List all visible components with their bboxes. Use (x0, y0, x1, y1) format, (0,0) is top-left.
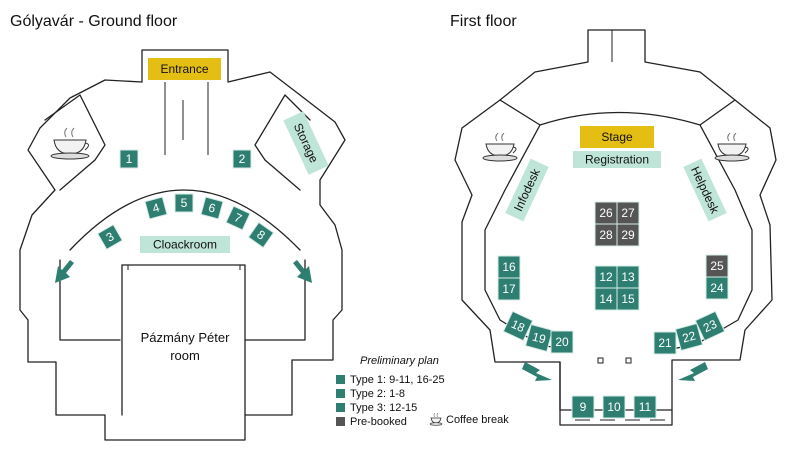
entry-arrow-right (678, 362, 708, 381)
booth-26[interactable]: 26 (594, 201, 618, 225)
booth-10[interactable]: 10 (602, 395, 626, 419)
booth-8[interactable]: 8 (247, 221, 275, 249)
svg-text:26: 26 (599, 206, 613, 220)
svg-text:Stage: Stage (601, 130, 633, 144)
storage-label: Storage (283, 111, 329, 175)
svg-text:10: 10 (607, 400, 621, 414)
svg-text:28: 28 (599, 228, 613, 242)
booth-23[interactable]: 23 (694, 310, 726, 342)
booth-13[interactable]: 13 (616, 265, 640, 289)
svg-text:Registration: Registration (585, 153, 649, 167)
pazmany-room-label-line1: Pázmány Péter (141, 330, 231, 345)
legend-item-prebooked: Pre-booked (350, 416, 407, 428)
booth-21[interactable]: 21 (653, 331, 677, 355)
booth-14[interactable]: 14 (594, 287, 618, 311)
legend-swatch-type3 (336, 403, 345, 412)
booth-1[interactable]: 1 (119, 149, 139, 169)
legend-item-type1: Type 1: 9-11, 16-25 (350, 374, 445, 386)
legend-coffee-icon (429, 412, 443, 426)
coffee-cup-icon (50, 127, 90, 160)
ground-floor-title: Gólyavár - Ground floor (10, 13, 178, 30)
booth-9[interactable]: 9 (571, 395, 595, 419)
legend-item-type3: Type 3: 12-15 (350, 402, 417, 414)
coffee-cup-icon (714, 132, 750, 162)
svg-text:9: 9 (580, 400, 587, 414)
svg-text:4: 4 (151, 200, 161, 215)
booth-12[interactable]: 12 (594, 265, 618, 289)
svg-text:25: 25 (710, 259, 724, 273)
cloakroom-label: Cloackroom (140, 236, 230, 253)
booth-15[interactable]: 15 (616, 287, 640, 311)
booth-22[interactable]: 22 (674, 322, 704, 352)
svg-text:13: 13 (621, 270, 635, 284)
svg-text:6: 6 (207, 200, 217, 215)
svg-text:27: 27 (621, 206, 635, 220)
booth-25[interactable]: 25 (705, 254, 729, 278)
svg-text:21: 21 (658, 336, 672, 350)
svg-text:5: 5 (181, 196, 188, 210)
svg-text:11: 11 (639, 400, 652, 414)
infodesk-label: Infodesk (505, 158, 549, 222)
booth-3[interactable]: 3 (97, 224, 123, 250)
helpdesk-label: Helpdesk (683, 158, 727, 222)
entrance-label: Entrance (148, 58, 221, 80)
legend: Preliminary plan Type 1: 9-11, 16-25 Typ… (336, 355, 509, 428)
booth-18[interactable]: 18 (502, 310, 534, 342)
svg-text:17: 17 (502, 282, 516, 296)
svg-text:23: 23 (701, 317, 719, 335)
booth-11[interactable]: 11 (633, 395, 657, 419)
booth-27[interactable]: 27 (616, 201, 640, 225)
ground-floor-walls (19, 49, 346, 441)
booth-2[interactable]: 2 (232, 149, 252, 169)
svg-text:29: 29 (621, 228, 635, 242)
legend-swatch-type2 (336, 389, 345, 398)
booth-28[interactable]: 28 (594, 223, 618, 247)
svg-text:Entrance: Entrance (160, 62, 208, 76)
svg-text:14: 14 (599, 292, 613, 306)
legend-title: Preliminary plan (360, 355, 439, 367)
exit-arrow-right (293, 260, 312, 283)
svg-text:Cloackroom: Cloackroom (153, 238, 217, 252)
legend-coffee-label: Coffee break (446, 414, 509, 426)
svg-text:24: 24 (710, 281, 724, 295)
svg-text:12: 12 (599, 270, 613, 284)
svg-text:20: 20 (555, 335, 569, 349)
svg-text:16: 16 (502, 260, 516, 274)
legend-swatch-type1 (336, 375, 345, 384)
booth-7[interactable]: 7 (225, 205, 251, 231)
svg-text:19: 19 (531, 330, 548, 347)
first-floor-title: First floor (450, 13, 517, 30)
svg-text:18: 18 (509, 317, 527, 335)
booth-4[interactable]: 4 (144, 196, 168, 220)
entry-arrow-left (522, 362, 552, 381)
svg-text:2: 2 (239, 152, 246, 166)
svg-text:15: 15 (621, 292, 635, 306)
booth-24[interactable]: 24 (705, 276, 729, 300)
booth-6[interactable]: 6 (200, 196, 224, 220)
pillars (597, 357, 632, 364)
booth-17[interactable]: 17 (497, 277, 521, 301)
pazmany-room-label-line2: room (170, 348, 200, 363)
legend-item-type2: Type 2: 1-8 (350, 388, 405, 400)
stage-label: Stage (580, 126, 654, 148)
booth-20[interactable]: 20 (550, 330, 574, 354)
coffee-cup-icon (482, 132, 518, 162)
legend-swatch-prebooked (336, 417, 345, 426)
exit-arrow-left (55, 260, 74, 283)
booth-5[interactable]: 5 (174, 193, 194, 213)
svg-text:22: 22 (681, 328, 698, 345)
booth-19[interactable]: 19 (524, 323, 554, 353)
registration-label: Registration (573, 151, 661, 168)
booth-16[interactable]: 16 (497, 255, 521, 279)
svg-text:1: 1 (126, 152, 133, 166)
booth-29[interactable]: 29 (616, 223, 640, 247)
